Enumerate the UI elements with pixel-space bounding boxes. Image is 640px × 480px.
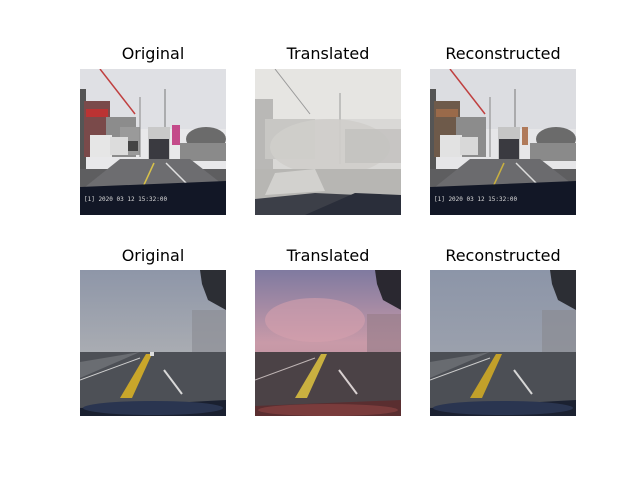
panel-title: Original [121,246,185,265]
highway-translated-image [255,270,401,416]
timestamp-overlay: [1] 2020 03 12 15:32:00 [84,196,167,203]
panel-title: Translated [286,44,370,63]
panel-title: Translated [286,246,370,265]
highway-original-image [80,270,226,416]
panel-title: Reconstructed [445,44,561,63]
highway-reconstructed-image [430,270,576,416]
panel-title: Reconstructed [445,246,561,265]
panel-title: Original [121,44,185,63]
street-translated-image [255,69,401,215]
timestamp-overlay: [1] 2020 03 12 15:32:00 [434,196,517,203]
street-original-image: [1] 2020 03 12 15:32:00 [80,69,226,215]
street-reconstructed-image: [1] 2020 03 12 15:32:00 [430,69,576,215]
